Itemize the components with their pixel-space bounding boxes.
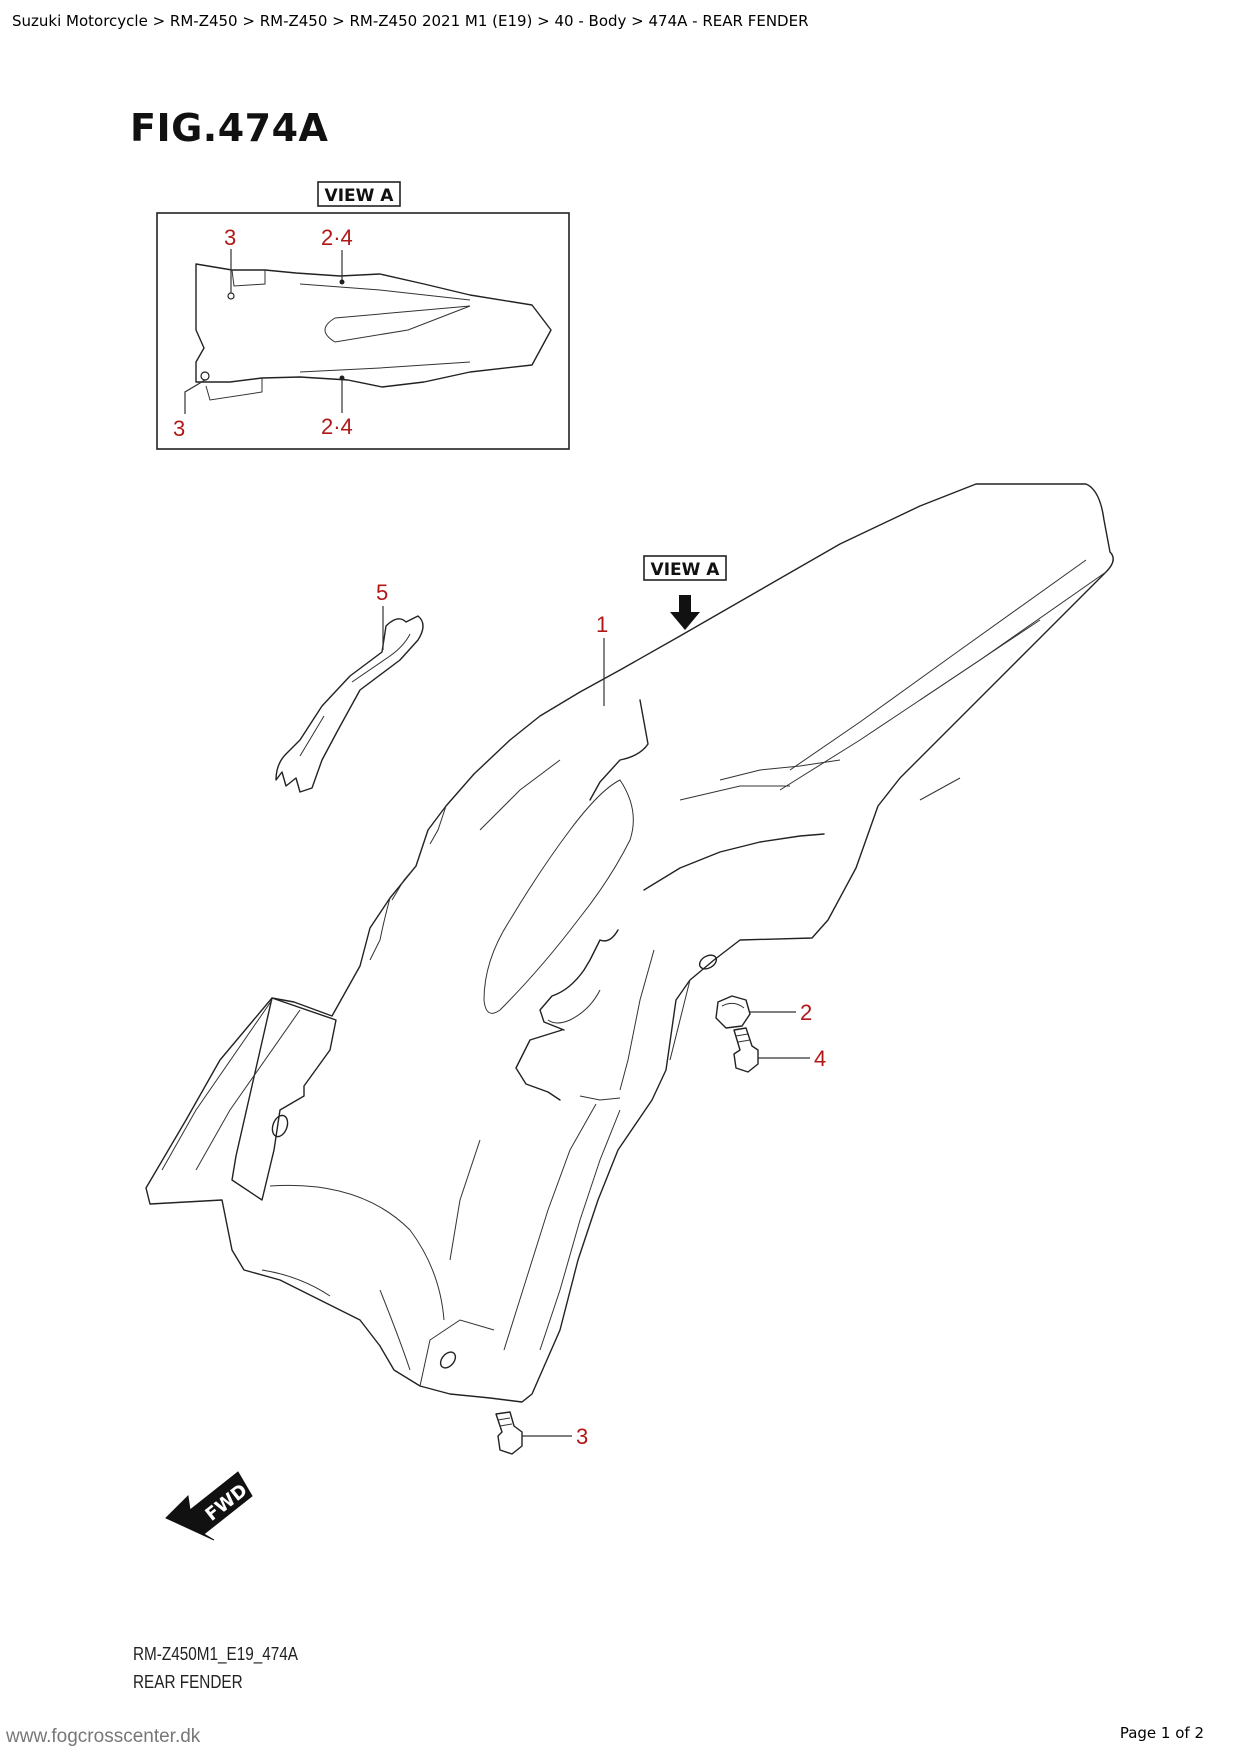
view-a-frame bbox=[156, 212, 570, 450]
view-a-label-3-bottom: 3 bbox=[173, 416, 185, 441]
part-label-5: 5 bbox=[376, 580, 388, 605]
view-a-inset: VIEW A 3 2·4 3 2·4 bbox=[156, 181, 570, 450]
view-a-marker-box bbox=[643, 555, 727, 581]
part-5-stay: 5 bbox=[275, 580, 424, 793]
fender-outline bbox=[145, 483, 1114, 1403]
fwd-arrow-icon: FWD bbox=[165, 1471, 253, 1541]
fender-mount-hole-left bbox=[271, 1114, 289, 1138]
view-a-point-bottom bbox=[339, 375, 345, 381]
view-a-fender-outline bbox=[195, 263, 552, 388]
view-direction-arrow-icon bbox=[670, 595, 700, 630]
view-a-leader-3-bottom bbox=[184, 379, 206, 414]
view-a-point-top bbox=[339, 279, 345, 285]
view-a-tag-label: VIEW A bbox=[325, 186, 395, 206]
part-label-2: 2 bbox=[800, 1000, 812, 1025]
view-a-label-3-top: 3 bbox=[224, 225, 236, 250]
fender-mount-hole-bottom bbox=[439, 1351, 457, 1369]
view-a-hole-bottom-left bbox=[200, 371, 210, 381]
view-a-edge-top bbox=[299, 283, 471, 301]
view-a-hole-top-left bbox=[227, 292, 235, 300]
part-3-bolt: 3 bbox=[495, 1411, 588, 1455]
breadcrumb: Suzuki Motorcycle > RM-Z450 > RM-Z450 > … bbox=[12, 12, 809, 30]
footer-page-number: Page 1 of 2 bbox=[1119, 1724, 1204, 1742]
view-a-marker-label: VIEW A bbox=[651, 560, 721, 580]
diagram-code: RM-Z450M1_E19_474A bbox=[133, 1644, 298, 1664]
view-a-label-24-top: 2·4 bbox=[321, 225, 353, 250]
view-a-marker: VIEW A bbox=[643, 555, 727, 630]
part-label-1: 1 bbox=[596, 612, 608, 637]
view-a-center-slot bbox=[324, 305, 471, 343]
diagram-name: REAR FENDER bbox=[133, 1672, 243, 1692]
figure-title: FIG.474A bbox=[130, 106, 329, 150]
part-1-rear-fender: 1 bbox=[145, 483, 1114, 1403]
footer-site: www.fogcrosscenter.dk bbox=[6, 1726, 201, 1747]
fender-mount-hole-right bbox=[698, 954, 718, 970]
part-label-4: 4 bbox=[814, 1046, 826, 1071]
part-4-bolt: 4 bbox=[733, 1027, 826, 1073]
view-a-tab-bottom bbox=[205, 378, 263, 401]
view-a-edge-bottom bbox=[299, 361, 471, 373]
part-label-3: 3 bbox=[576, 1424, 588, 1449]
view-a-tag-box bbox=[317, 181, 401, 207]
part-2-nut: 2 bbox=[715, 995, 812, 1029]
view-a-tab-top bbox=[231, 269, 266, 287]
view-a-label-24-bottom: 2·4 bbox=[321, 414, 353, 439]
